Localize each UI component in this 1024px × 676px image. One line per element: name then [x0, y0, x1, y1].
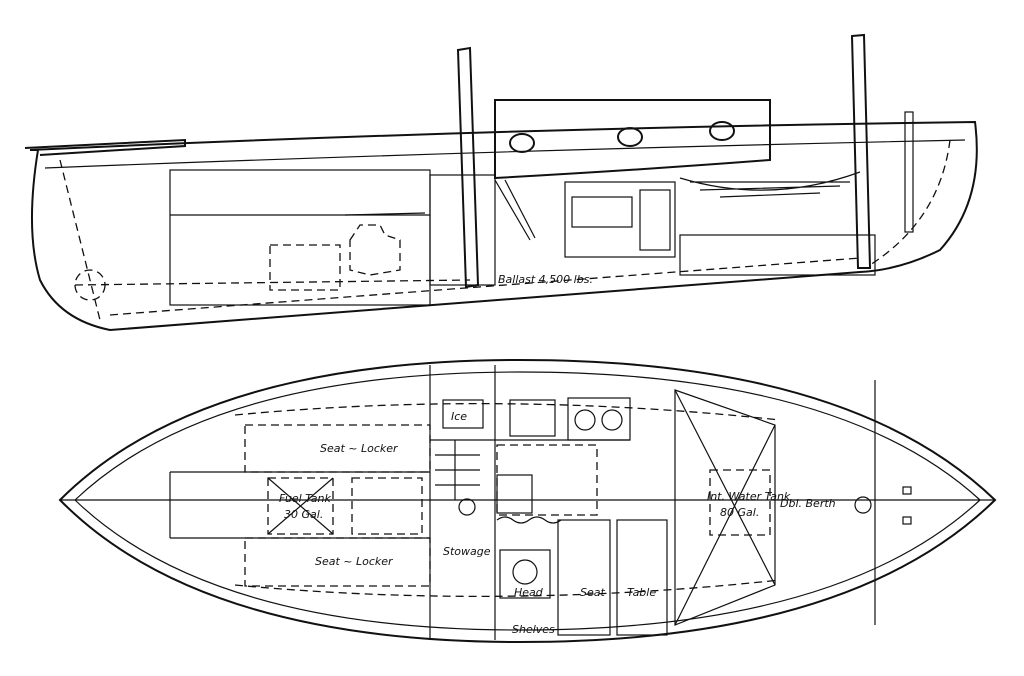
aft-mast: [456, 46, 480, 289]
seat-locker-bottom-label: Seat ~ Locker: [315, 555, 394, 568]
double-berth-label: Dbl. Berth: [780, 497, 836, 510]
mast-step-main: [854, 496, 872, 514]
ice-box: [442, 399, 484, 429]
stove-burner-2: [601, 409, 623, 431]
shelves-label: Shelves: [512, 623, 555, 636]
porthole-3: [709, 121, 735, 141]
head-label: Head: [514, 586, 544, 599]
stowage-label: Stowage: [443, 545, 491, 558]
water-tank-capacity: 80 Gal.: [720, 506, 759, 519]
hull-profile: [29, 120, 978, 332]
ice-label: Ice: [451, 410, 467, 423]
porthole-1: [509, 133, 535, 153]
ballast-label: Ballast 4,500 lbs.: [498, 273, 593, 286]
mast-step-aft: [458, 498, 476, 516]
seat-locker-top-label: Seat ~ Locker: [320, 442, 399, 455]
fuel-tank-capacity: 30 Gal.: [284, 508, 323, 521]
sink: [509, 399, 556, 437]
water-tank-label: Int. Water Tank: [707, 490, 791, 503]
cabin-trunk: [494, 99, 771, 180]
hammock-net: [679, 171, 861, 198]
stove-burner-1: [574, 409, 596, 431]
profile-view: Ballast 4,500 lbs.: [24, 33, 978, 332]
fuel-tank-label: Fuel Tank: [279, 492, 331, 505]
plan-view: Ice Seat ~ Locker Seat ~ Locker Fuel Tan…: [58, 358, 997, 644]
seat-label: Seat: [580, 586, 605, 599]
table-label: Table: [627, 586, 656, 599]
main-mast: [850, 33, 872, 269]
porthole-2: [617, 127, 643, 147]
bowsprit: [24, 138, 186, 156]
hull-plan: [58, 358, 997, 644]
head-toilet: [512, 559, 538, 585]
